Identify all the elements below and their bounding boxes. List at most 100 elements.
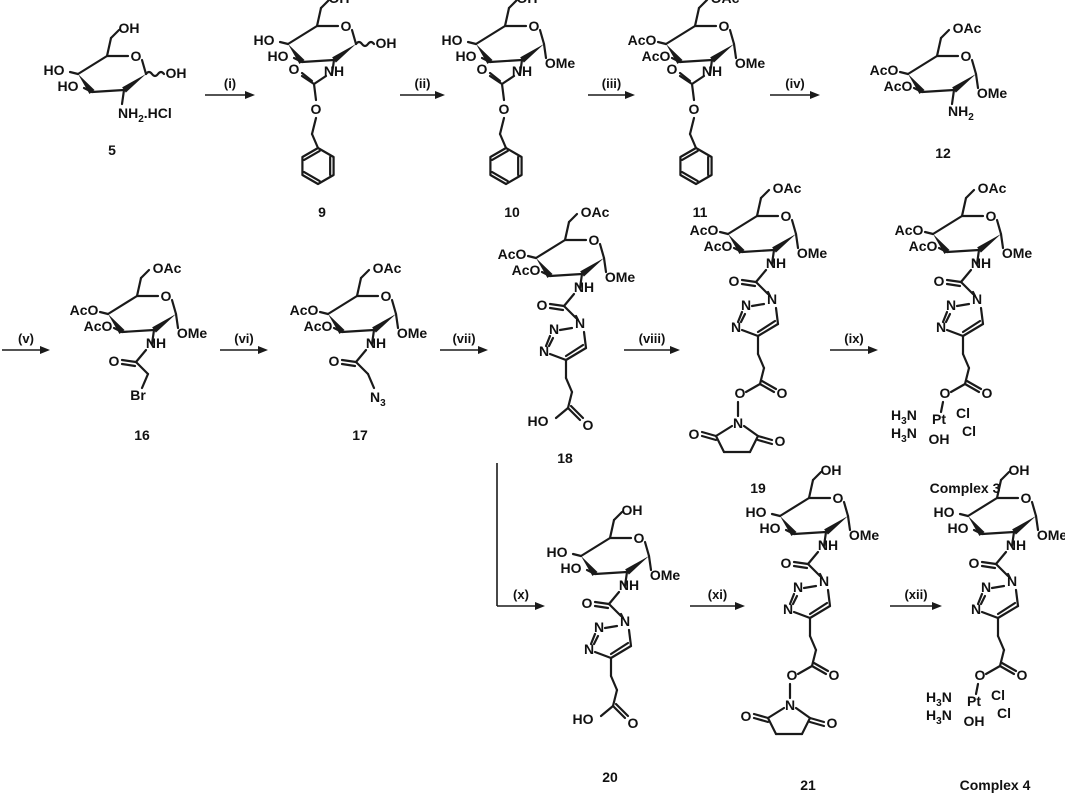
triazole-double (592, 634, 600, 646)
carbamate-bond (312, 74, 328, 86)
succinimide-bond (800, 716, 812, 736)
benzene-double-bond (491, 170, 509, 183)
triazole-bond (955, 302, 971, 308)
amide-carbonyl-oxygen: O (329, 353, 340, 369)
imide-oxygen-left: O (741, 708, 752, 724)
ring-oxygen: O (719, 18, 730, 34)
benzene-double-bond (303, 149, 321, 162)
ester-oxygen: O (311, 101, 322, 117)
ester-carbonyl (963, 382, 981, 394)
c1-bond (732, 42, 738, 60)
ring-bond (728, 28, 736, 46)
ring-bond (340, 328, 376, 334)
compound-number-c5: 5 (108, 142, 116, 158)
triazole-double (564, 343, 585, 358)
ester-oxygen: O (787, 667, 798, 683)
ring-bond (538, 28, 546, 46)
c3-bond (972, 528, 984, 536)
ring-wedge (536, 258, 553, 278)
c1-ome-label: OMe (177, 325, 208, 341)
c3-bond (912, 86, 924, 94)
benzene-double-bond (303, 170, 321, 183)
azide-label: N3 (370, 389, 386, 409)
c6-oh-label: OH (517, 0, 538, 6)
carbonyl-bond (678, 74, 694, 86)
succinimide-bond (742, 424, 760, 438)
amide-carbonyl-oxygen: O (537, 297, 548, 313)
c6-oh-label: OH (622, 502, 643, 518)
ring-bond (931, 214, 985, 236)
ester-carbonyl-oxygen: O (982, 385, 993, 401)
c4-bond (466, 40, 478, 46)
c6-bond (355, 276, 363, 298)
c6-oac-label: OAc (773, 180, 802, 196)
ring-wedge (108, 314, 125, 334)
triazole-link (619, 612, 625, 620)
amide-bond (806, 550, 820, 566)
triazole-link (818, 572, 824, 580)
triazole-bond (627, 628, 633, 648)
reaction-condition-a5: (v) (18, 331, 34, 346)
arrowhead (245, 91, 255, 99)
acid-oh-bond (554, 406, 570, 420)
c4-aco-label: AcO (290, 302, 319, 318)
amide-bond (959, 268, 973, 284)
amide-carbonyl-oxygen: O (781, 555, 792, 571)
triazole-link (766, 290, 772, 298)
c4-aco-label: AcO (895, 222, 924, 238)
ring-wedge (288, 44, 305, 64)
succinimide-bond (714, 434, 726, 454)
compound-number-c12: 12 (935, 145, 951, 161)
amide-nh-label: NH (146, 335, 166, 351)
c6-oh-label: OH (1009, 462, 1030, 478)
ring-bond (966, 496, 1020, 518)
ring-bond (726, 214, 780, 236)
triazole-bond (990, 584, 1006, 590)
triazole-double (808, 601, 829, 616)
c6-bond (697, 0, 709, 10)
triazole-bond (589, 632, 597, 646)
amide-nh-label: NH (818, 537, 838, 553)
c6-bond (755, 196, 763, 218)
triazole-bond (945, 328, 965, 338)
c4-bond (98, 310, 110, 316)
chain-bond (756, 352, 766, 370)
c1-bond (542, 42, 548, 60)
hydroxide-ligand: OH (929, 431, 950, 447)
carbamate-bond (500, 74, 516, 86)
carbonyl-oxygen: O (667, 61, 678, 77)
amide-bond (994, 550, 1008, 566)
amide-carbonyl-bond (980, 560, 998, 566)
triazole-bond (826, 588, 832, 608)
arrowhead (478, 346, 488, 354)
ring-bond (140, 58, 148, 76)
ring-wedge (580, 258, 604, 277)
triazole-n1: N (972, 291, 982, 307)
ring-oxygen: O (781, 208, 792, 224)
triazole-n3: N (731, 319, 741, 335)
arrowhead (932, 602, 942, 610)
c4-bond (68, 70, 80, 76)
acid-carbonyl-double (569, 404, 585, 420)
amide-bond (562, 292, 576, 308)
c4-ho-label: HO (44, 62, 65, 78)
c1-bond (1034, 514, 1040, 532)
c3-aco-label: AcO (642, 48, 671, 64)
c4-ho-label: HO (934, 504, 955, 520)
o-pt-bond (939, 400, 945, 414)
c6-bond (964, 188, 976, 200)
anomeric-wavy-bond (354, 40, 376, 48)
c6-oac-label: OAc (711, 0, 740, 6)
triazole-bond (603, 624, 619, 630)
c2-n-bond (578, 272, 584, 290)
c6-bond (105, 36, 113, 58)
acid-carbonyl (566, 406, 582, 422)
c4-ho-label: HO (547, 544, 568, 560)
ring-bond (970, 58, 978, 76)
ring-bond (995, 218, 1003, 236)
ring-wedge (625, 556, 649, 575)
triazole-n3: N (971, 601, 981, 617)
ring-bond (76, 54, 130, 76)
triazole-double (609, 641, 630, 656)
arrowhead (535, 602, 545, 610)
